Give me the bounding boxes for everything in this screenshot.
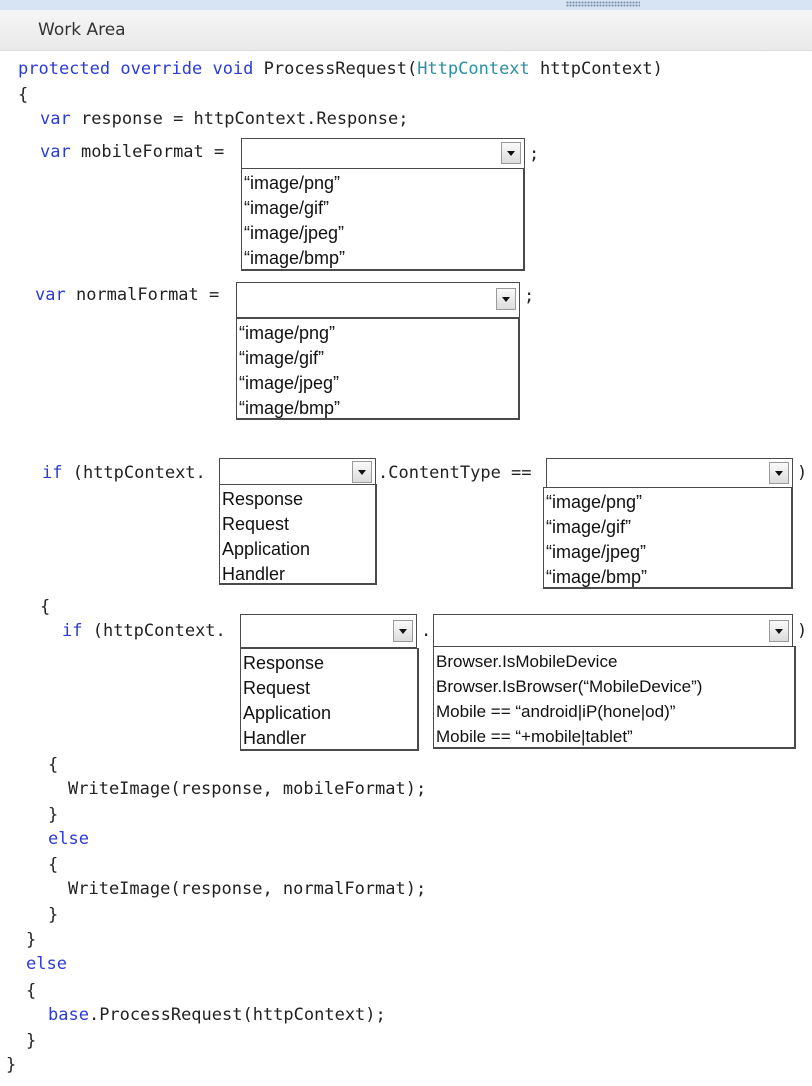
signature-keywords: protected override void <box>18 59 254 79</box>
outer-else-line: else <box>26 953 67 975</box>
browser-check-dropdown[interactable] <box>433 614 793 648</box>
option-image-jpeg[interactable]: “image/jpeg” <box>546 542 647 562</box>
option-response[interactable]: Response <box>222 489 304 509</box>
chevron-down-icon[interactable] <box>496 288 516 310</box>
inner-if-line: if (httpContext. <box>62 620 226 642</box>
inner-if-close-paren: ) <box>797 621 808 641</box>
option-image-png[interactable]: “image/png” <box>239 323 336 343</box>
option-image-gif[interactable]: “image/gif” <box>244 198 330 218</box>
option-is-browser-mobile[interactable]: Browser.IsBrowser(“MobileDevice”) <box>436 677 703 696</box>
base-keyword: base <box>48 1005 89 1025</box>
normal-format-assign: normalFormat = <box>65 285 220 305</box>
option-request[interactable]: Request <box>243 678 311 698</box>
inner-if-dot: . <box>421 621 432 641</box>
drag-grip-icon[interactable] <box>566 1 640 7</box>
top-strip <box>0 0 812 10</box>
inner-if-context: (httpContext. <box>82 621 226 641</box>
brace-open-inner-if: { <box>48 755 59 775</box>
inner-context-options: Response Request Application Handler <box>240 648 419 751</box>
normal-format-options: “image/png” “image/gif” “image/jpeg” “im… <box>236 318 520 420</box>
brace-close-outer-else: } <box>26 1031 37 1051</box>
browser-check-options: Browser.IsMobileDevice Browser.IsBrowser… <box>433 646 796 749</box>
mobile-format-dropdown[interactable] <box>241 138 525 169</box>
content-type-dropdown[interactable] <box>546 458 793 488</box>
chevron-down-icon[interactable] <box>501 142 521 164</box>
var-keyword: var <box>40 142 71 162</box>
chevron-down-icon[interactable] <box>769 620 789 642</box>
option-request[interactable]: Request <box>222 514 290 534</box>
normal-format-semicolon: ; <box>524 286 535 306</box>
option-image-bmp[interactable]: “image/bmp” <box>239 398 341 418</box>
if-keyword: if <box>62 621 83 641</box>
normal-format-line: var normalFormat = <box>35 284 219 306</box>
brace-close-inner-if: } <box>48 805 59 825</box>
chevron-down-icon[interactable] <box>393 620 413 642</box>
option-is-mobile-device[interactable]: Browser.IsMobileDevice <box>436 652 618 671</box>
option-mobile-android-iphone[interactable]: Mobile == “android|iP(hone|od)” <box>436 702 676 721</box>
else-keyword: else <box>48 829 89 849</box>
normal-format-dropdown[interactable] <box>236 282 520 318</box>
content-type-text: .ContentType == <box>378 463 532 483</box>
outer-if-context: (httpContext. <box>62 463 206 483</box>
inner-context-dropdown[interactable] <box>240 614 417 648</box>
mobile-format-line: var mobileFormat = <box>40 141 224 163</box>
response-line: var response = httpContext.Response; <box>40 108 408 130</box>
write-mobile-line: WriteImage(response, mobileFormat); <box>68 779 427 799</box>
else-keyword: else <box>26 954 67 974</box>
var-keyword: var <box>40 109 71 129</box>
brace-close-outer-if: } <box>26 930 37 950</box>
option-image-gif[interactable]: “image/gif” <box>239 348 325 368</box>
content-type-options: “image/png” “image/gif” “image/jpeg” “im… <box>543 487 793 589</box>
option-application[interactable]: Application <box>222 539 311 559</box>
brace-open-method: { <box>18 85 29 105</box>
brace-open-outer-if: { <box>40 597 51 617</box>
mobile-format-semicolon: ; <box>529 144 540 164</box>
option-image-png[interactable]: “image/png” <box>244 173 341 193</box>
response-assign: response = httpContext.Response; <box>70 109 409 129</box>
option-image-gif[interactable]: “image/gif” <box>546 517 632 537</box>
option-handler[interactable]: Handler <box>243 728 307 748</box>
signature-param: httpContext) <box>529 59 663 79</box>
base-call: .ProcessRequest(httpContext); <box>88 1005 386 1025</box>
option-response[interactable]: Response <box>243 653 325 673</box>
option-image-png[interactable]: “image/png” <box>546 492 643 512</box>
option-image-jpeg[interactable]: “image/jpeg” <box>244 223 345 243</box>
base-call-line: base.ProcessRequest(httpContext); <box>48 1004 386 1026</box>
var-keyword: var <box>35 285 66 305</box>
option-application[interactable]: Application <box>243 703 332 723</box>
outer-if-line: if (httpContext. <box>42 462 206 484</box>
chevron-down-icon[interactable] <box>769 462 789 484</box>
inner-else-line: else <box>48 828 89 850</box>
outer-if-close-paren: ) <box>797 463 808 483</box>
mobile-format-options: “image/png” “image/gif” “image/jpeg” “im… <box>241 168 525 271</box>
write-normal-line: WriteImage(response, normalFormat); <box>68 879 427 899</box>
work-area-title: Work Area <box>38 20 126 40</box>
brace-open-inner-else: { <box>48 855 59 875</box>
outer-context-options: Response Request Application Handler <box>219 484 377 585</box>
outer-context-dropdown[interactable] <box>219 458 376 486</box>
brace-open-outer-else: { <box>26 981 37 1001</box>
option-image-bmp[interactable]: “image/bmp” <box>244 248 346 268</box>
option-image-bmp[interactable]: “image/bmp” <box>546 567 648 587</box>
chevron-down-icon[interactable] <box>352 461 372 483</box>
signature-method: ProcessRequest( <box>263 59 418 79</box>
method-signature: protected override void ProcessRequest(H… <box>18 58 663 80</box>
mobile-format-assign: mobileFormat = <box>70 142 225 162</box>
option-image-jpeg[interactable]: “image/jpeg” <box>239 373 340 393</box>
brace-close-inner-else: } <box>48 905 59 925</box>
option-handler[interactable]: Handler <box>222 564 286 584</box>
work-area-header: Work Area <box>0 10 812 51</box>
option-mobile-tablet[interactable]: Mobile == “+mobile|tablet” <box>436 727 633 746</box>
signature-type: HttpContext <box>417 59 530 79</box>
brace-close-method: } <box>6 1055 17 1075</box>
if-keyword: if <box>42 463 63 483</box>
